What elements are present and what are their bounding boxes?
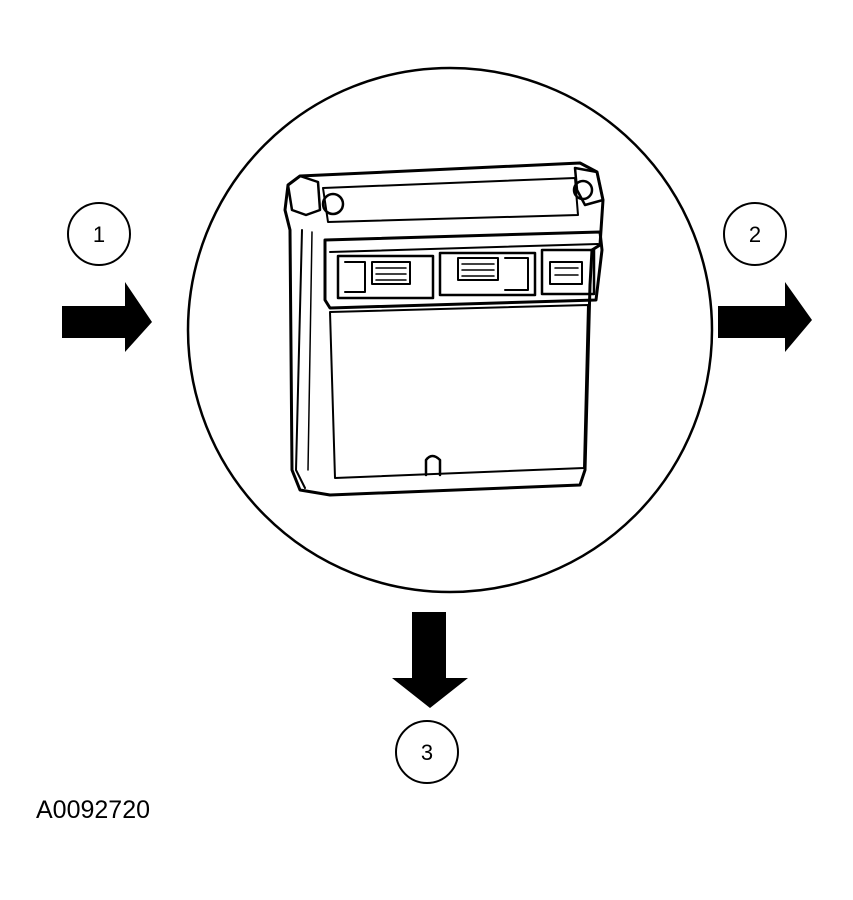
arrow-3-down: [392, 612, 468, 708]
callout-3: 3: [395, 720, 459, 784]
control-module-illustration: [283, 161, 605, 497]
figure-id: A0092720: [36, 796, 151, 824]
connector-3: [540, 248, 596, 296]
detail-circle: [186, 66, 714, 594]
connector-2: [438, 251, 537, 297]
mount-hole-left: [321, 192, 345, 216]
arrow-1-right: [62, 282, 152, 352]
mount-tab-left: [286, 174, 322, 217]
module-housing-outline: [283, 161, 605, 497]
callout-1: 1: [67, 202, 131, 266]
callout-2: 2: [723, 202, 787, 266]
module-lower-panel: [329, 304, 589, 479]
mount-hole-right: [572, 179, 594, 201]
arrow-2-right: [718, 282, 812, 352]
callout-2-label: 2: [749, 222, 761, 247]
top-recess: [322, 177, 579, 223]
bottom-notch: [424, 454, 442, 477]
connector-1: [336, 254, 435, 300]
connector-band: [323, 230, 604, 310]
callout-3-label: 3: [421, 740, 433, 765]
callout-1-label: 1: [93, 222, 105, 247]
